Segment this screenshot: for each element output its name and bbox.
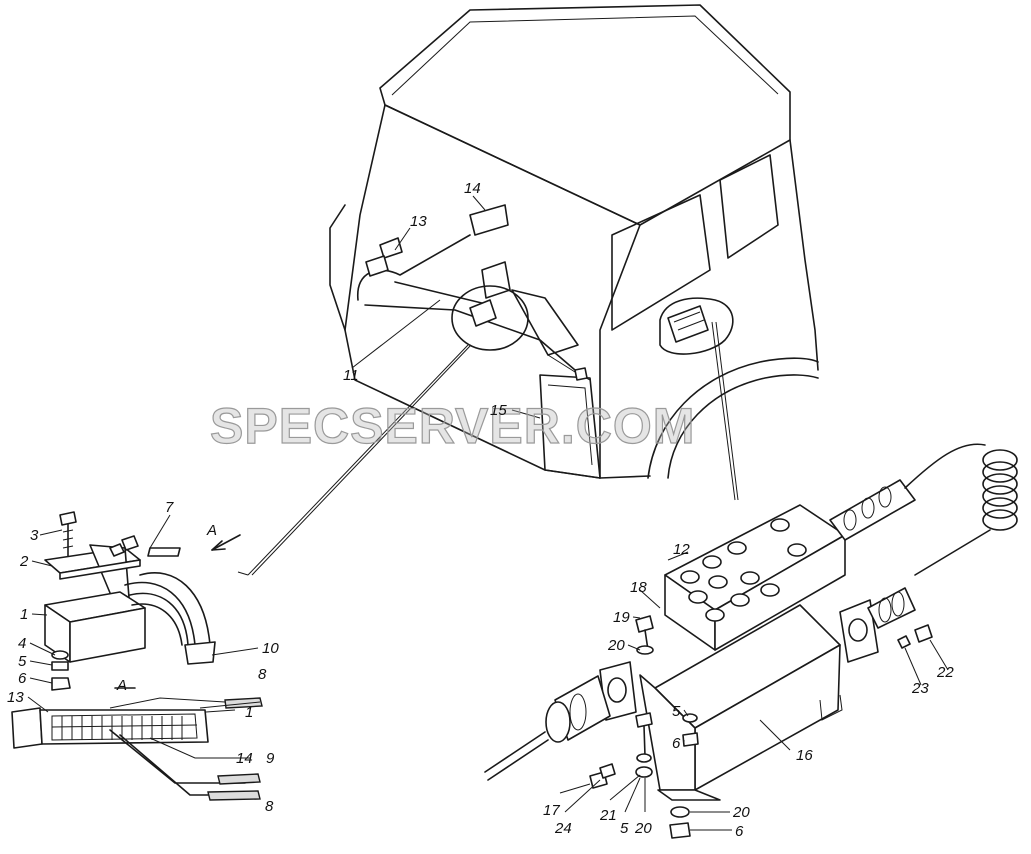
callout-label: 1 [20,606,28,623]
callout-label: 2 [19,553,29,570]
connector-view-a [11,687,263,801]
callout-label: 10 [262,640,279,657]
callout-label: 3 [30,527,39,544]
detail-view-a-label: A [116,677,127,694]
bracket-assembly-detail [29,511,259,691]
callout-label: 23 [911,680,929,697]
callout-label: 6 [18,670,27,687]
callout-label: 4 [18,635,26,652]
callout-label: 5 [620,820,629,837]
callout-label: 8 [265,798,274,815]
callout-label: 20 [732,804,750,821]
callout-labels: 14 13 11 15 3 7 2 1 4 5 6 10 13 8 1 14 9… [7,180,954,840]
callout-label: 21 [599,807,617,824]
callout-label: 13 [7,689,24,706]
callout-label: 20 [607,637,625,654]
truck-cab [329,4,819,479]
callout-label: 8 [258,666,267,683]
callout-label: 7 [165,499,174,516]
callout-label: 20 [634,820,652,837]
callout-label: 22 [936,664,954,681]
callout-label: 1 [245,704,253,721]
callout-label: 5 [672,703,681,720]
callout-label: 14 [236,750,253,767]
callout-label: 14 [464,180,481,197]
leader-lines [237,195,739,576]
callout-label: 9 [266,750,275,767]
callout-label: 15 [490,402,507,419]
callout-label: 6 [672,735,681,752]
callout-label: 12 [673,541,690,558]
callout-label: 13 [410,213,427,230]
callout-label: 6 [735,823,744,840]
callout-label: 16 [796,747,813,764]
view-a-label: A [206,522,217,539]
callout-label: 19 [613,609,630,626]
callout-label: 18 [630,579,647,596]
watermark-text: SPECSERVER.COM [210,398,695,454]
control-block-assembly [484,443,1018,839]
callout-label: 5 [18,653,27,670]
callout-label: 11 [343,367,359,384]
callout-label: 17 [543,802,560,819]
callout-label: 24 [554,820,572,837]
